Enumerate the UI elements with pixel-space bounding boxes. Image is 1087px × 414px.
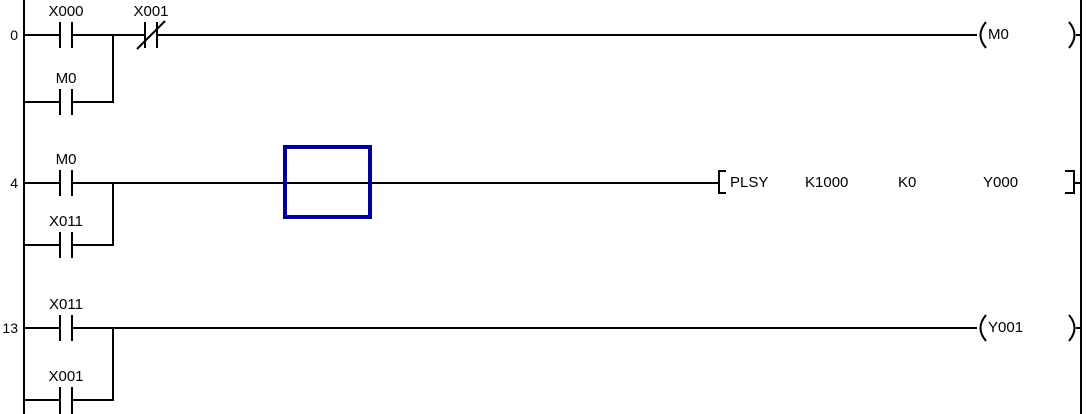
instruction-opcode: PLSY [730,174,769,191]
contact-leg [59,170,61,196]
contact-leg [71,170,73,196]
contact-label: X000 [48,3,84,20]
wire [1075,182,1080,184]
instruction-operand-2: K0 [898,174,917,191]
coil-label: M0 [988,26,1009,43]
instruction-bracket-left [718,170,726,172]
wire [25,101,59,103]
wire [25,399,59,401]
instruction-bracket-right [1065,192,1073,194]
contact-leg [59,89,61,115]
contact-leg [59,315,61,341]
instruction-bracket-right [1065,170,1073,172]
instruction-operand-1: K1000 [805,174,849,191]
contact-leg [156,22,158,48]
coil-paren-left-icon [979,21,987,49]
branch-junction-wire [112,327,114,401]
wire [73,327,977,329]
wire [158,34,977,36]
contact-leg [71,22,73,48]
left-power-rail [23,0,25,414]
step-number: 13 [2,320,18,336]
wire [73,182,718,184]
branch-junction-wire [112,182,114,246]
edit-cursor-box[interactable] [283,145,372,219]
wire [25,244,59,246]
step-number: 4 [10,175,18,191]
coil-label: Y001 [988,319,1024,336]
contact-label: X011 [49,296,83,313]
instruction-bracket-left [718,192,726,194]
contact-label: M0 [55,70,77,87]
wire [25,34,59,36]
contact-leg [59,387,61,414]
contact-label: X001 [48,368,84,385]
instruction-operand-3: Y000 [983,174,1019,191]
coil-paren-right-icon [1068,21,1076,49]
coil-paren-left-icon [979,314,987,342]
contact-leg [144,22,146,48]
contact-leg [71,315,73,341]
wire [1076,34,1080,36]
contact-leg [59,22,61,48]
contact-leg [71,387,73,414]
contact-label: M0 [55,151,77,168]
instruction-bracket-right [1073,170,1075,194]
wire [73,34,144,36]
coil-paren-right-icon [1068,314,1076,342]
wire [73,399,114,401]
instruction-bracket-left [718,170,720,194]
wire [25,182,59,184]
contact-leg [59,232,61,258]
wire [1076,327,1080,329]
branch-junction-wire [112,34,114,103]
contact-label: X011 [49,213,83,230]
contact-leg [71,89,73,115]
contact-label: X001 [133,3,169,20]
wire [25,327,59,329]
wire [73,101,114,103]
wire [73,244,114,246]
right-power-rail [1080,0,1082,414]
contact-leg [71,232,73,258]
step-number: 0 [10,27,18,43]
